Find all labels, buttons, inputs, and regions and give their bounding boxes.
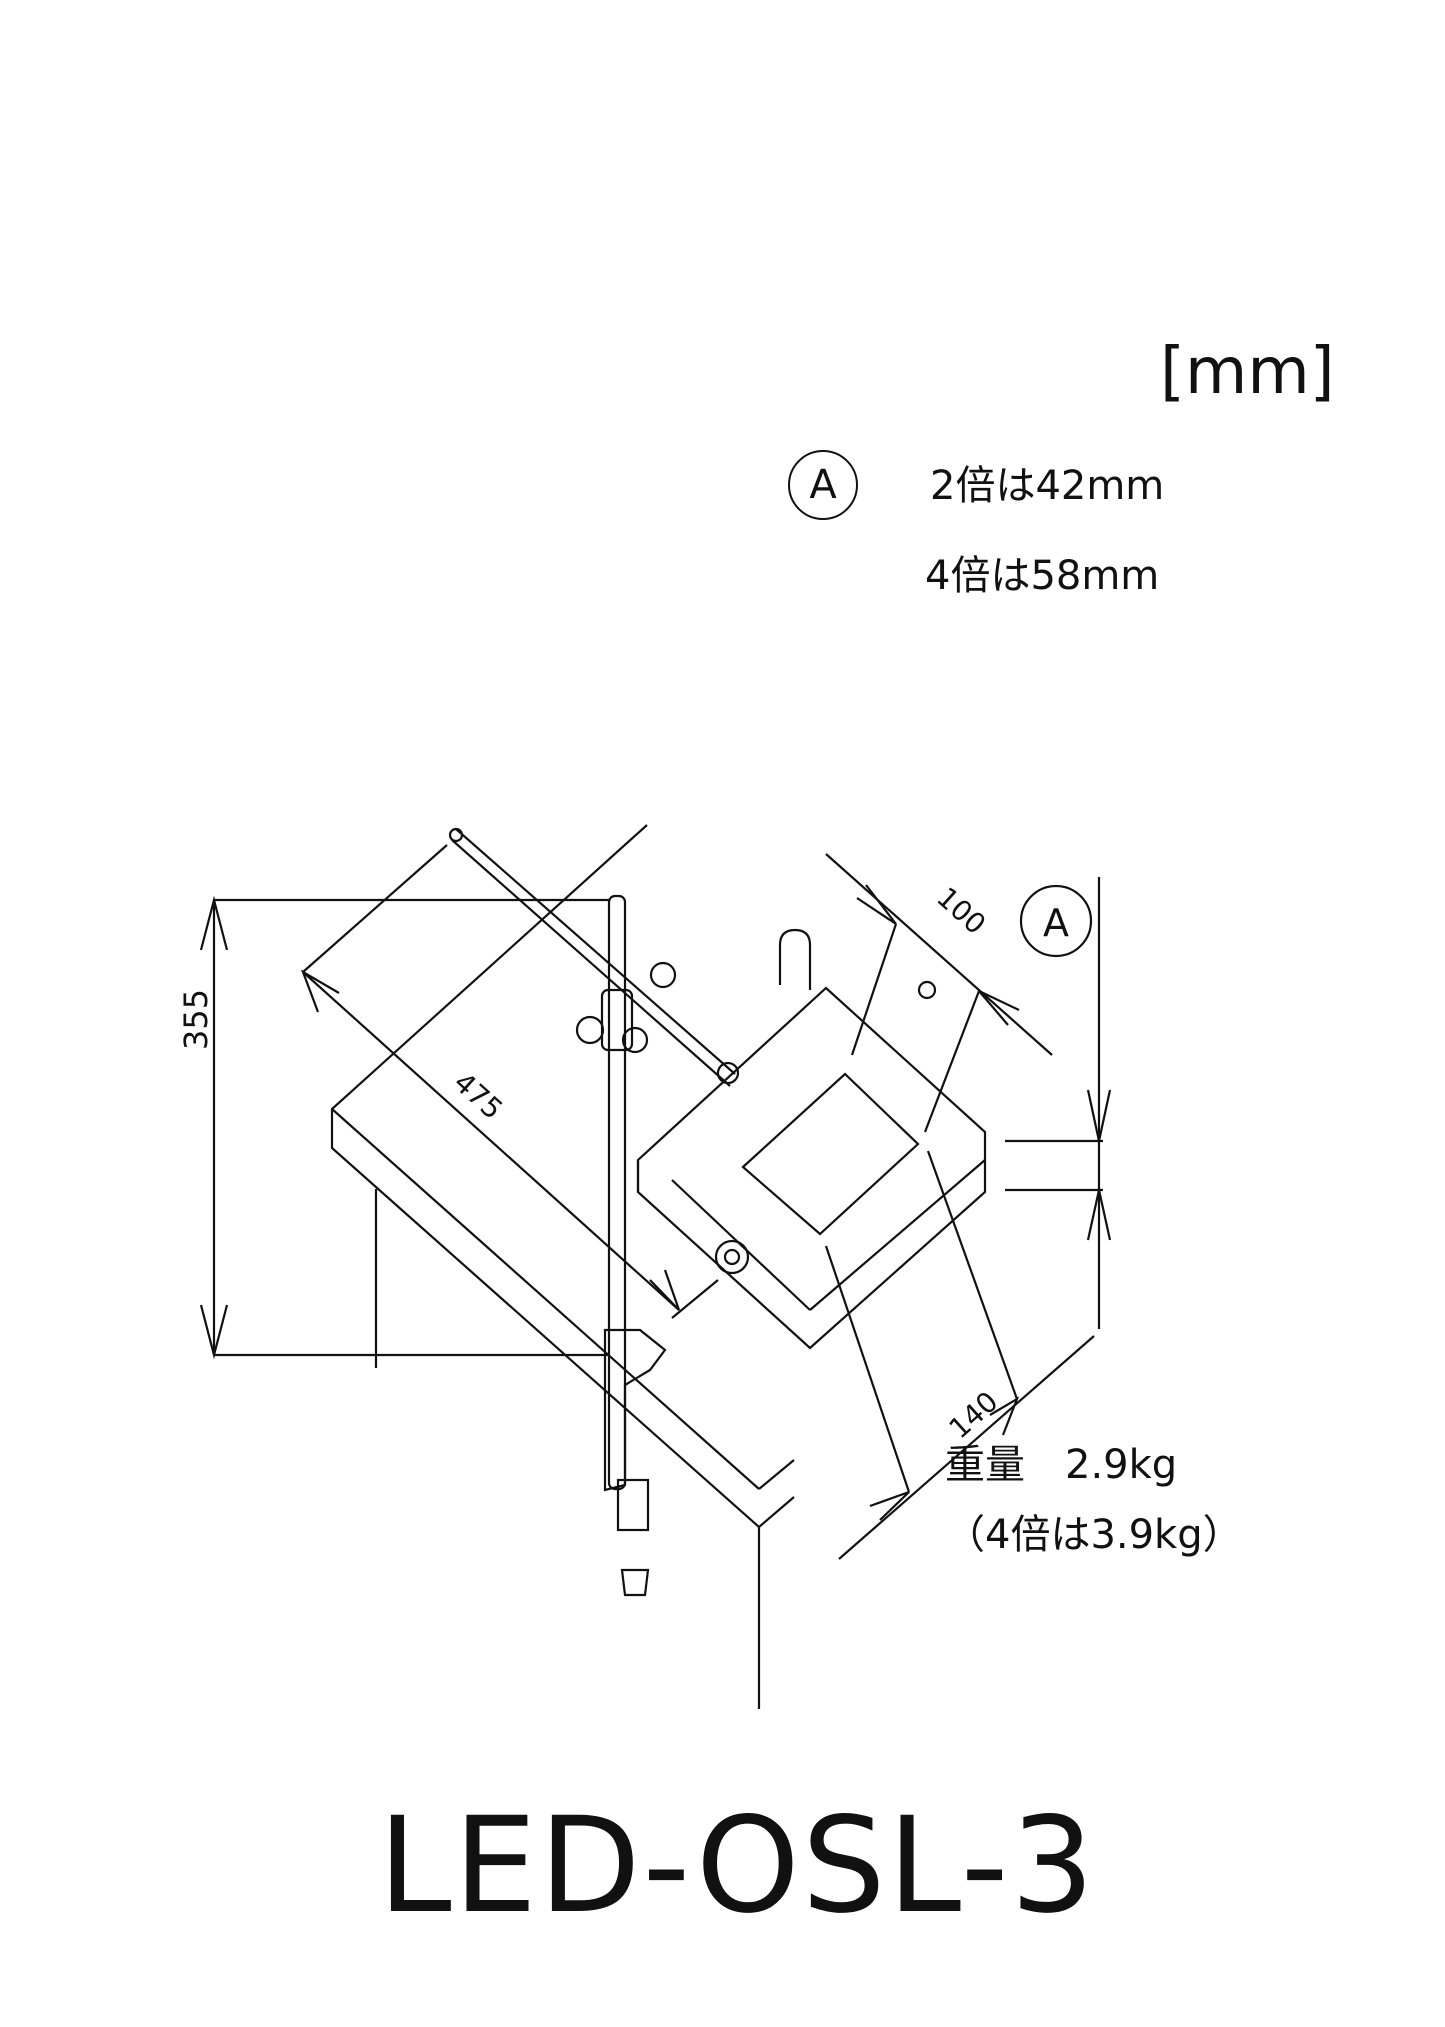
unit-label: [mm] xyxy=(1160,335,1335,409)
arm-rod xyxy=(448,827,736,1087)
dimension-475-label: 475 xyxy=(447,1066,509,1126)
dimension-475: 475 xyxy=(300,844,719,1319)
weight-line: 重量 2.9kg xyxy=(945,1442,1178,1488)
marker-a-label: A xyxy=(809,462,837,508)
note-line-2x: 2倍は42mm xyxy=(930,463,1165,509)
table-outline xyxy=(330,824,795,1709)
dimension-a-label: A xyxy=(1043,901,1069,945)
model-name: LED-OSL-3 xyxy=(378,1789,1097,1943)
lamp-lens xyxy=(741,1072,920,1236)
dimension-100-label: 100 xyxy=(930,881,992,941)
weight-4x-line: （4倍は3.9kg） xyxy=(945,1512,1243,1558)
dimension-140-label: 140 xyxy=(943,1385,1005,1445)
dimension-355: 355 xyxy=(177,895,610,1360)
note-line-4x: 4倍は58mm xyxy=(925,553,1160,599)
pole-clamp xyxy=(575,894,677,1597)
lamp-head xyxy=(636,928,987,1350)
dimension-355-label: 355 xyxy=(177,989,215,1050)
dimension-140: 140 xyxy=(824,1150,1095,1560)
marker-a-circle: A xyxy=(788,450,858,520)
dimension-a: A xyxy=(1005,877,1112,1329)
